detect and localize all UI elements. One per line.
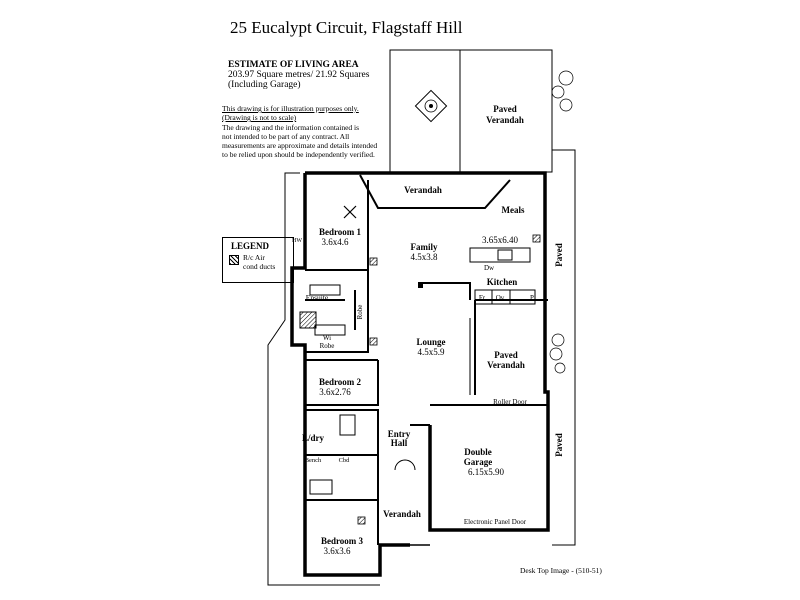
entry-door-icon	[394, 459, 416, 471]
room-label: Bench	[305, 457, 322, 464]
room-dimensions: 3.6x4.6	[322, 237, 350, 247]
paved-verandah-top	[389, 49, 553, 173]
planter-icon	[414, 89, 448, 123]
room-dimensions: 3.6x2.76	[319, 387, 351, 397]
page-title: 25 Eucalypt Circuit, Flagstaff Hill	[230, 18, 463, 37]
tree-icon	[549, 70, 574, 374]
room-label: Wi	[323, 334, 331, 342]
room-label: Paved	[554, 433, 564, 457]
air-duct-icon	[357, 234, 541, 525]
room-label: Family	[411, 242, 438, 252]
room-label: Bedroom 3	[321, 536, 364, 546]
interior-walls	[305, 174, 548, 545]
disclaimer-line: measurements are approximate and details…	[222, 141, 378, 150]
disclaimer-line: This drawing is for illustration purpose…	[222, 104, 359, 113]
disclaimer-line: to be relied upon should be independentl…	[222, 150, 375, 159]
disclaimer-line: The drawing and the information containe…	[222, 123, 360, 132]
room-label: Kitchen	[487, 277, 518, 287]
site-boundary-lines	[267, 149, 576, 586]
room-label: Robe	[356, 305, 364, 320]
room-label: Paved	[494, 350, 518, 360]
room-label: Garage	[464, 457, 493, 467]
room-label: Bedroom 2	[319, 377, 362, 387]
room-label: Verandah	[487, 360, 525, 370]
appliance-label: Dw	[484, 264, 495, 272]
disclaimer-line: not intended to be part of any contract.…	[222, 132, 350, 141]
room-label: Robe	[320, 342, 335, 350]
room-dimensions: 6.15x5.90	[468, 467, 505, 477]
room-label: Paved	[554, 243, 564, 267]
room-label: Verandah	[383, 509, 421, 519]
estimate-heading: ESTIMATE OF LIVING AREA	[228, 60, 359, 70]
room-label: Ensuite	[306, 293, 329, 302]
appliance-label: Ov	[496, 294, 505, 302]
legend-item-label: R/c Air	[243, 253, 265, 262]
room-label: Bedroom 1	[319, 227, 362, 237]
room-label: Paved	[493, 104, 517, 114]
room-label: Electronic Panel Door	[464, 518, 527, 526]
room-dimensions: 4.5x5.9	[418, 347, 446, 357]
column-icon	[418, 283, 423, 288]
house-walls	[290, 171, 550, 577]
room-label: Double	[464, 447, 492, 457]
room-label: L/dry	[302, 433, 325, 443]
room-label: Entry	[388, 429, 411, 439]
room-label: Verandah	[486, 115, 524, 125]
legend-title: LEGEND	[231, 241, 270, 251]
room-label: Roller Door	[493, 398, 527, 406]
room-label: Meals	[502, 205, 525, 215]
room-label: Hall	[391, 438, 408, 448]
room-dimensions: 4.5x3.8	[411, 252, 439, 262]
shower-icon	[300, 312, 316, 328]
ceiling-fan-icon	[343, 205, 357, 219]
footer-reference: Desk Top Image - (510-51)	[520, 566, 602, 575]
room-label: HW	[292, 238, 302, 244]
legend: LEGEND R/c Air cond ducts	[222, 237, 294, 283]
room-label: Cbd	[339, 457, 351, 464]
disclaimer-line: (Drawing is not to scale)	[222, 113, 297, 122]
room-label: Lounge	[416, 337, 445, 347]
estimate-area: 203.97 Square metres/ 21.92 Squares	[228, 70, 370, 80]
legend-item-label: cond ducts	[243, 262, 276, 271]
appliance-label: P	[530, 294, 534, 302]
room-label: Verandah	[404, 185, 442, 195]
appliance-label: Fr	[479, 294, 486, 302]
estimate-note: (Including Garage)	[228, 80, 301, 90]
room-dimensions: 3.65x6.40	[482, 235, 519, 245]
room-dimensions: 3.6x3.6	[324, 546, 352, 556]
air-duct-swatch-icon	[229, 255, 239, 265]
